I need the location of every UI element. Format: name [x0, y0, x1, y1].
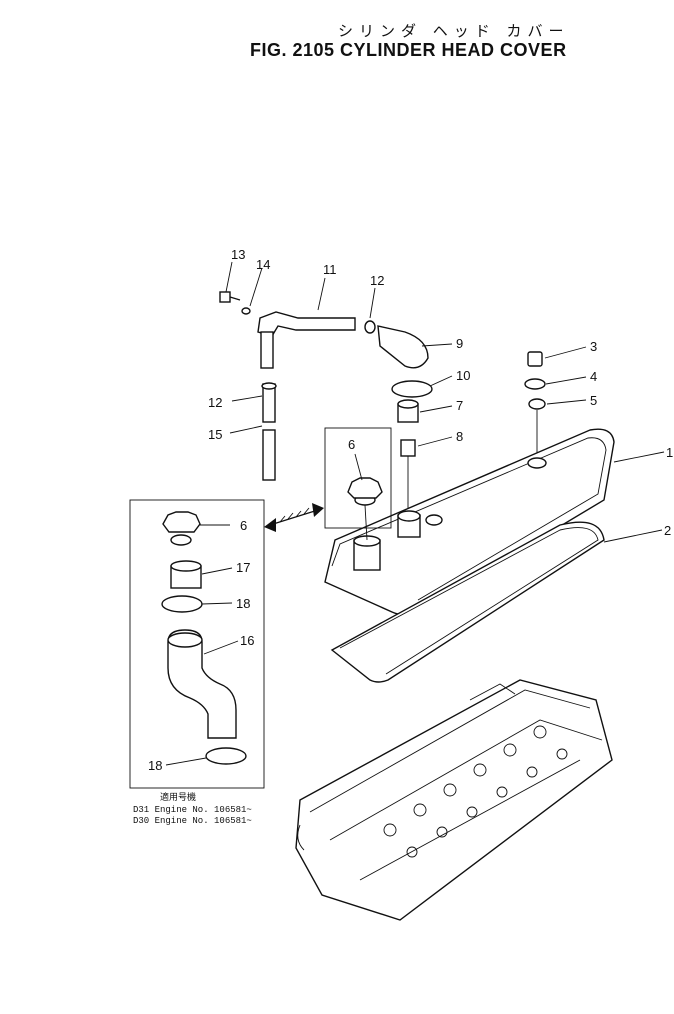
seal-part-5 [528, 398, 546, 410]
callout-12-left: 12 [208, 395, 222, 410]
breather-pipe-assembly [219, 291, 433, 515]
callout-16: 16 [240, 633, 254, 648]
callout-7: 7 [456, 398, 463, 413]
reference-arrow [264, 503, 324, 532]
applicability-note: 適用号機 D31 Engine No. 106581~ D30 Engine N… [133, 791, 252, 826]
callout-5: 5 [590, 393, 597, 408]
callout-18-bottom: 18 [148, 758, 162, 773]
callout-6: 6 [240, 518, 247, 533]
callout-1: 1 [666, 445, 673, 460]
clamp-part-12-left [262, 383, 276, 423]
clamp-part-18-bottom [205, 747, 247, 765]
note-heading: 適用号機 [160, 791, 196, 803]
callout-9: 9 [456, 336, 463, 351]
washer-part-14 [241, 307, 251, 315]
callout-2: 2 [664, 523, 671, 538]
figure-title: FIG. 2105 CYLINDER HEAD COVER [250, 40, 567, 60]
fitting-part-8 [400, 439, 416, 457]
cap-part-3 [527, 351, 543, 367]
filler-cap-part-6 [162, 511, 201, 533]
pipe-part-11 [257, 311, 356, 337]
cylinder-head-block [295, 679, 613, 921]
inset-box [324, 427, 392, 529]
callout-13: 13 [231, 247, 245, 262]
hose-part-16 [167, 629, 237, 739]
clamp-part-12 [364, 320, 376, 334]
callout-4: 4 [590, 369, 597, 384]
japanese-title: シリンダ ヘッド カバー [338, 22, 570, 40]
filler-cap-inset [347, 477, 383, 499]
clamp-part-10 [391, 380, 433, 398]
callout-3: 3 [590, 339, 597, 354]
callout-18-top: 18 [236, 596, 250, 611]
callout-15: 15 [208, 427, 222, 442]
small-parts-right [524, 351, 546, 455]
elbow-hose-part-9 [377, 325, 429, 369]
callout-11: 11 [323, 262, 337, 277]
note-line-1: D31 Engine No. 106581~ [133, 805, 252, 815]
callout-6-inset: 6 [348, 437, 355, 452]
washer-part-4 [524, 378, 546, 390]
callout-17: 17 [236, 560, 250, 575]
leader-lines [165, 261, 665, 766]
inset-filler-cap [324, 427, 392, 541]
tube-part-15 [262, 429, 276, 481]
bolt-part-13 [219, 291, 231, 303]
callout-10: 10 [456, 368, 470, 383]
clamp-part-18-top [161, 595, 203, 613]
callout-8: 8 [456, 429, 463, 444]
callout-12-top: 12 [370, 273, 384, 288]
pipe-leg [260, 331, 274, 369]
variant-parts-box [129, 499, 265, 789]
note-line-2: D30 Engine No. 106581~ [133, 816, 252, 826]
callout-labels: 1 2 3 4 5 6 6 7 8 9 10 11 12 12 13 14 15… [148, 247, 673, 773]
gasket-part-2 [330, 521, 605, 683]
callout-14: 14 [256, 257, 270, 272]
